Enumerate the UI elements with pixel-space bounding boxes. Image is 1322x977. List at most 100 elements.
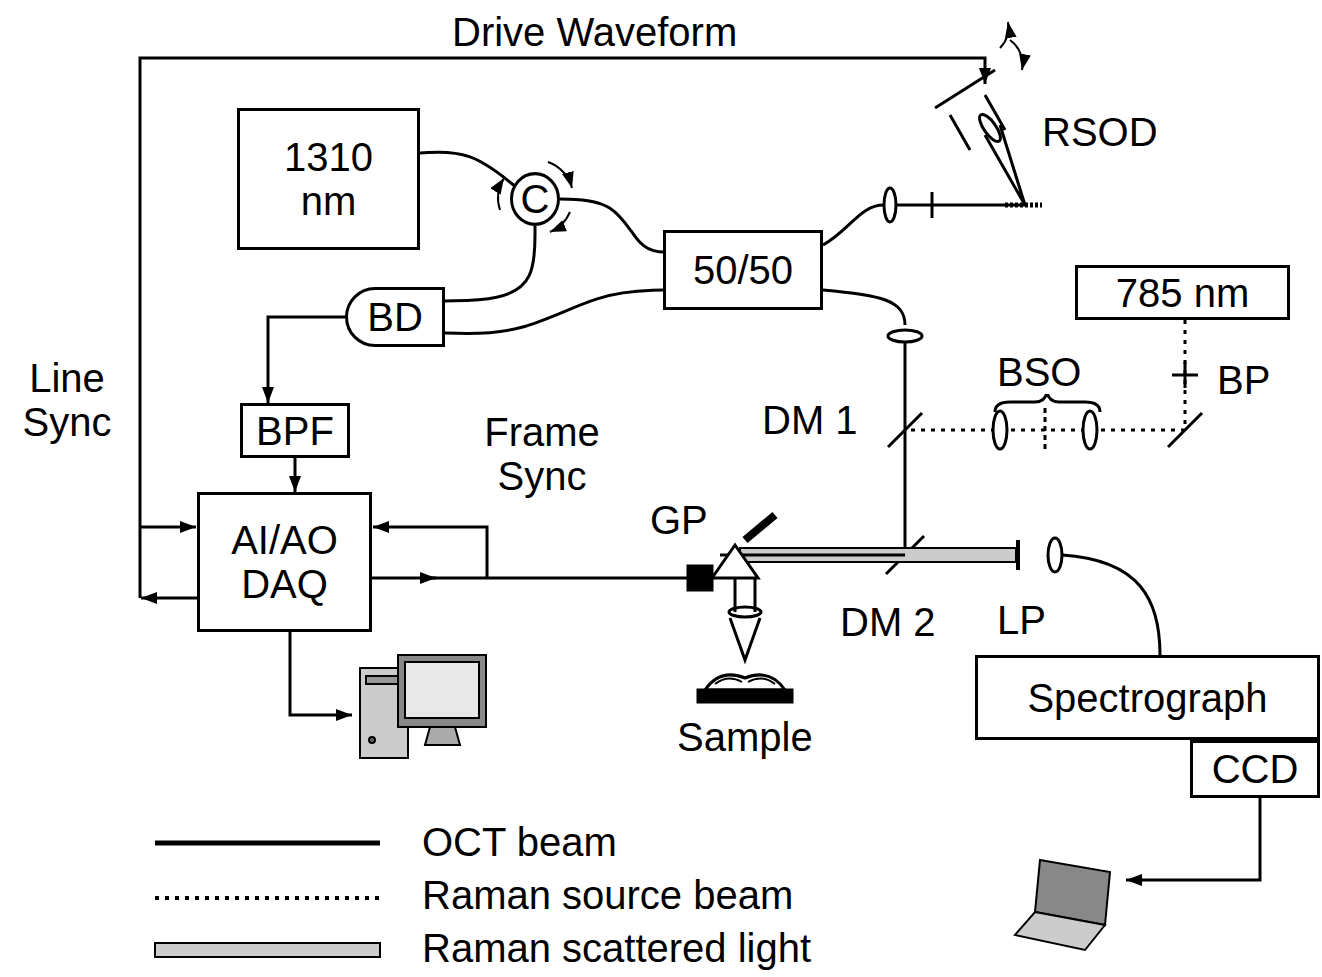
node-text: AI/AO DAQ	[220, 518, 350, 606]
circulator-arrows	[498, 178, 504, 210]
raman-source-beam	[905, 320, 1185, 430]
galvo-scanner	[688, 566, 712, 590]
desktop-computer	[369, 737, 375, 743]
raman-optics	[1168, 413, 1202, 447]
galvo-scanner	[729, 607, 761, 617]
raman-scattered-light	[1016, 540, 1020, 570]
part-label: LP	[995, 598, 1048, 642]
reference-arm-fiber	[884, 188, 896, 222]
node-text: Spectrograph	[1027, 676, 1267, 720]
camera-box: CCD	[1190, 740, 1320, 798]
sample-specimen	[715, 678, 775, 684]
sample-specimen	[698, 675, 792, 702]
node-text: BD	[367, 295, 423, 339]
part-label: Frame Sync	[455, 410, 629, 498]
part-label: Drive Waveform	[450, 10, 739, 54]
part-label: DM 1	[760, 398, 860, 442]
raman-scattered-light	[740, 538, 1160, 655]
laptop-computer	[1015, 912, 1105, 950]
raman-scattered-light	[1062, 555, 1160, 655]
node-text: CCD	[1212, 747, 1299, 791]
raman-scattered-light	[1048, 538, 1062, 572]
part-label: Line Sync	[10, 356, 124, 444]
part-label: BP	[1215, 358, 1272, 402]
frame-sync-wire	[372, 527, 688, 578]
circulator-arrows	[498, 162, 572, 232]
rsod-assembly	[950, 95, 1005, 150]
sample-arm-fiber	[823, 290, 905, 325]
desktop-computer	[398, 655, 486, 727]
fiber-connector	[560, 199, 663, 252]
raman-optics	[1083, 411, 1097, 449]
laptop-link	[1126, 798, 1260, 880]
filter-box: BPF	[240, 403, 350, 458]
reference-arm-fiber	[931, 192, 934, 218]
galvo-scanner	[712, 545, 758, 578]
legend-entry: Raman scattered light	[420, 926, 813, 970]
galvo-scanner	[745, 515, 775, 540]
daq-box: AI/AO DAQ	[197, 492, 372, 632]
raman-optics	[993, 411, 1007, 449]
d-shape-outline	[347, 289, 444, 346]
legend-sample-lines	[155, 843, 380, 957]
desktop-computer	[360, 655, 486, 758]
line-sync-arrows	[140, 526, 196, 529]
sample-specimen	[705, 675, 785, 690]
sample-specimen	[698, 690, 792, 702]
desktop-computer	[425, 727, 460, 745]
computer-link	[290, 632, 352, 715]
node-text: 785 nm	[1116, 271, 1249, 315]
part-label: GP	[648, 498, 710, 542]
part-label: DM 2	[838, 600, 938, 644]
laser-source-box: 1310 nm	[237, 108, 420, 250]
laptop-computer	[1015, 860, 1110, 950]
fiber-connector	[268, 317, 345, 403]
node-text: 50/50	[693, 248, 793, 292]
part-label: BSO	[995, 350, 1083, 394]
fiber-connector	[294, 458, 297, 492]
desktop-computer	[405, 662, 479, 718]
sample-arm-fiber	[720, 342, 905, 555]
raman-optics	[1044, 408, 1047, 452]
rsod-assembly	[1010, 40, 1023, 70]
part-label: Sample	[675, 715, 815, 759]
node-text: C	[521, 177, 550, 221]
rsod-assembly	[1000, 22, 1008, 48]
raman-optics	[995, 392, 1100, 412]
fiber-coupler-box: 50/50	[663, 230, 823, 310]
laptop-link	[1126, 798, 1260, 880]
legend-text: Raman source beam	[422, 873, 793, 917]
frame-sync-wire	[372, 577, 436, 580]
galvo-scanner	[730, 618, 760, 660]
fiber-connector	[445, 290, 663, 334]
node-text: 1310 nm	[274, 135, 384, 223]
laser-source-box: 785 nm	[1075, 265, 1290, 320]
line-sync-arrows	[141, 597, 197, 600]
circulator-circle: C	[510, 172, 560, 226]
line-sync-arrows	[140, 527, 197, 598]
legend-sample-lines	[155, 943, 380, 957]
reference-arm-fiber	[823, 205, 884, 245]
sample-arm-fiber	[720, 290, 922, 555]
desktop-computer	[366, 676, 402, 684]
circle-outline	[512, 174, 559, 225]
raman-scattered-light	[740, 548, 1016, 562]
frame-sync-wire	[373, 527, 487, 578]
part-label: RSOD	[1040, 110, 1160, 154]
rsod-assembly	[985, 125, 1025, 205]
fiber-connector	[445, 226, 535, 301]
balanced-detector: BD	[345, 287, 445, 347]
rsod-assembly	[935, 70, 995, 108]
dichroic-mirror	[888, 413, 922, 447]
legend-sample-lines	[155, 896, 380, 900]
raman-scattered-light	[740, 554, 905, 557]
reference-arm-fiber	[823, 188, 1025, 245]
raman-optics	[1172, 362, 1198, 388]
rsod-assembly	[935, 22, 1042, 205]
node-text: BPF	[256, 409, 334, 453]
reference-arm-fiber	[896, 204, 1025, 207]
computer-link	[290, 632, 352, 715]
spectrograph-box: Spectrograph	[975, 655, 1320, 740]
frame-sync-wire	[430, 577, 688, 580]
